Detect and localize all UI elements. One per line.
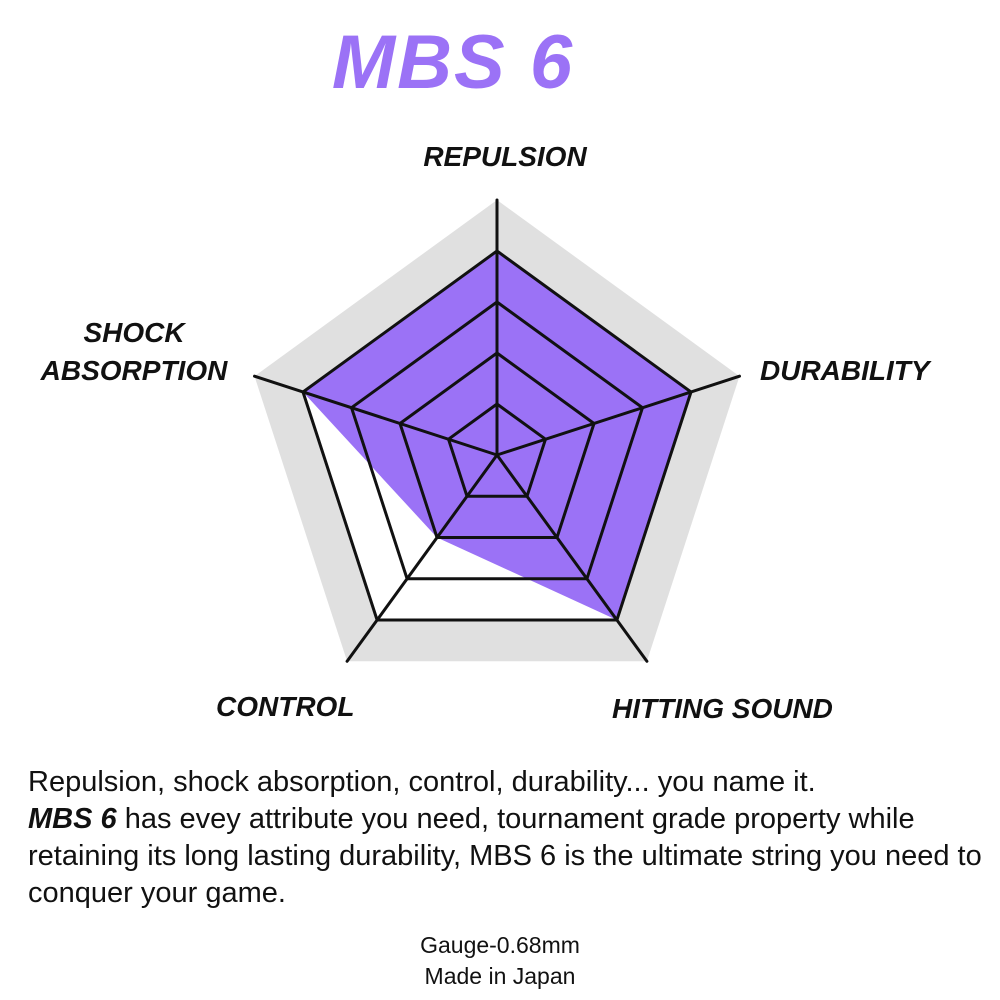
description-line1: Repulsion, shock absorption, control, du… — [28, 766, 816, 798]
axis-label-control: CONTROL — [216, 691, 355, 722]
product-description: Repulsion, shock absorption, control, du… — [28, 764, 988, 912]
description-brand: MBS 6 — [28, 803, 117, 835]
axis-label-hitting-sound: HITTING SOUND — [612, 693, 833, 724]
description-rest: has evey attribute you need, tournament … — [28, 803, 982, 909]
product-specs: Gauge-0.68mm Made in Japan — [0, 930, 1000, 992]
origin-spec: Made in Japan — [424, 963, 576, 989]
radar-spoke-4 — [253, 374, 499, 457]
radar-grid-level-2 — [398, 351, 596, 539]
gauge-spec: Gauge-0.68mm — [420, 932, 580, 958]
axis-label-shock-line1: SHOCK — [83, 317, 185, 348]
axis-label-repulsion: REPULSION — [423, 141, 587, 172]
radar-grid-level-1 — [447, 402, 547, 498]
radar-grid-level-4 — [301, 249, 693, 622]
axis-label-durability: DURABILITY — [760, 355, 930, 386]
radar-spoke-3 — [345, 453, 499, 663]
axis-label-shock-absorption: SHOCK ABSORPTION — [28, 314, 240, 390]
page-title: MBS 6 — [331, 20, 575, 105]
radar-grid-level-3 — [350, 300, 644, 581]
axis-label-shock-line2: ABSORPTION — [40, 355, 228, 386]
radar-spoke-1 — [495, 374, 741, 457]
radar-spoke-2 — [495, 453, 649, 663]
